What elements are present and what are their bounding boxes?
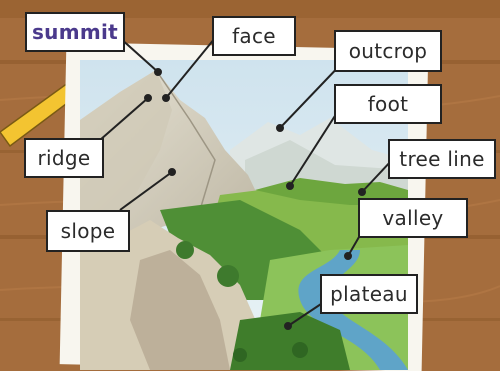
dot-outcrop [277,125,283,131]
label-plateau: plateau [320,274,418,314]
dot-summit [155,69,161,75]
label-valley: valley [358,198,468,238]
label-outcrop: outcrop [334,30,442,72]
label-face: face [212,16,296,56]
label-treeline: tree line [388,139,496,179]
dot-plateau [285,323,291,329]
dot-foot [287,183,293,189]
label-ridge: ridge [24,138,104,178]
dot-treeline [359,189,365,195]
label-foot: foot [334,84,442,124]
label-summit: summit [25,12,125,52]
dot-valley [345,253,351,259]
dot-ridge [145,95,151,101]
dot-slope [169,169,175,175]
label-slope: slope [46,210,130,252]
dot-face [163,95,169,101]
